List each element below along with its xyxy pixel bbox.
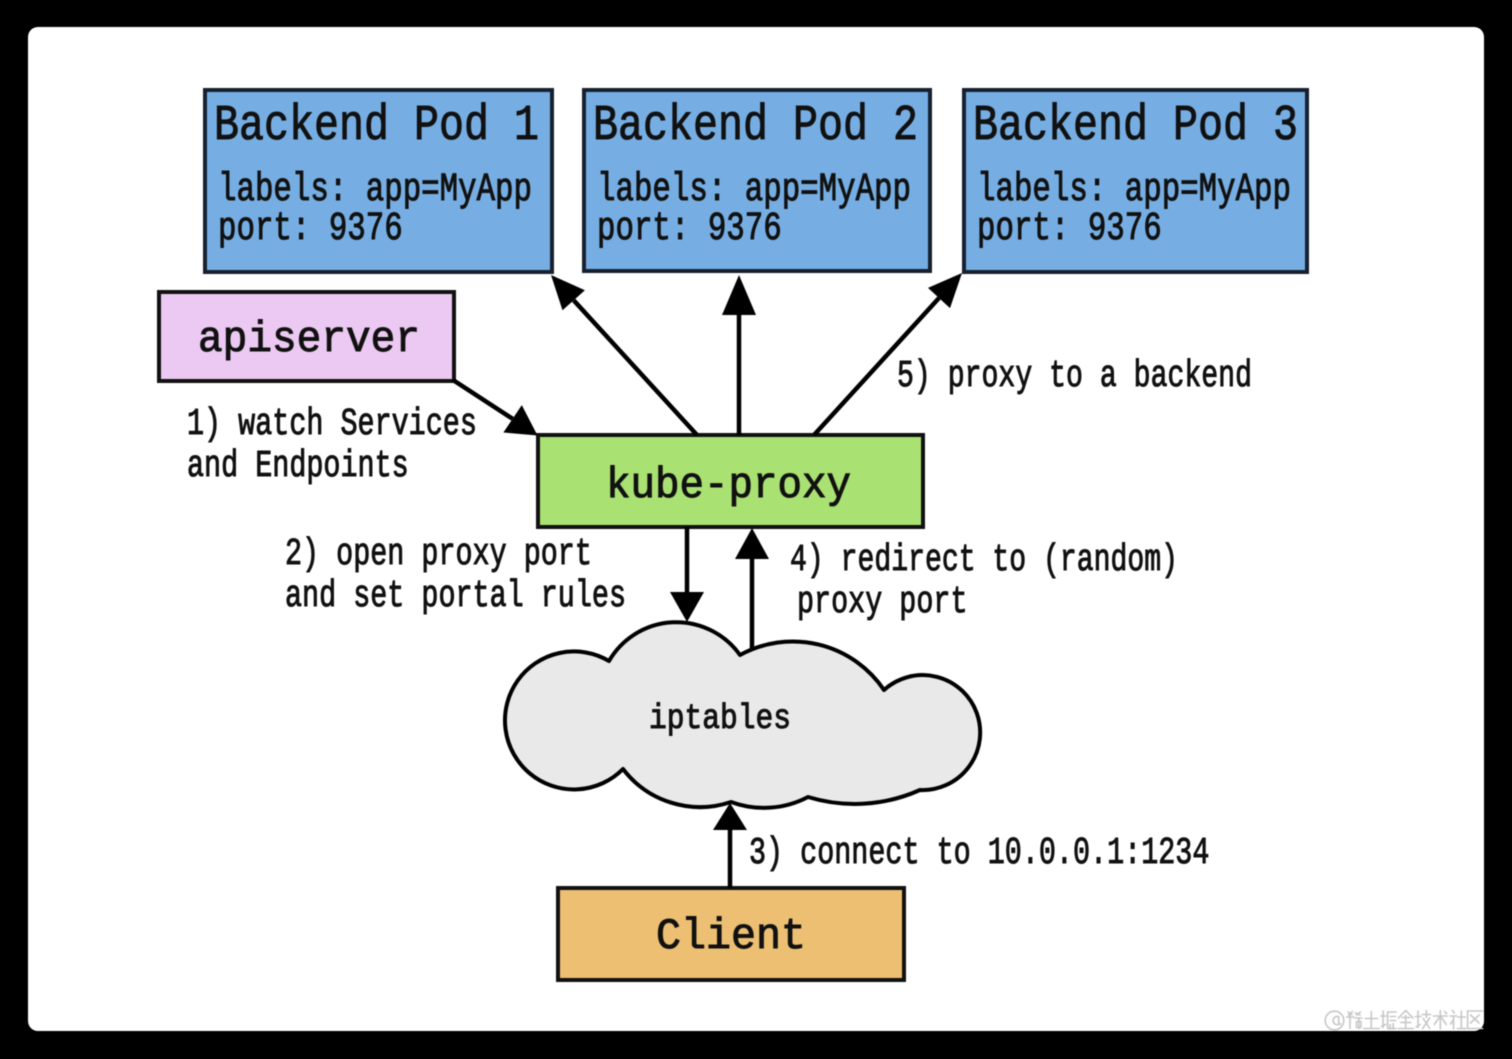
svg-text:labels: app=MyApp: labels: app=MyApp — [597, 168, 911, 213]
svg-text:Backend Pod 1: Backend Pod 1 — [214, 98, 539, 155]
svg-text:labels: app=MyApp: labels: app=MyApp — [977, 168, 1291, 213]
svg-text:Backend Pod 3: Backend Pod 3 — [973, 98, 1298, 155]
svg-text:labels: app=MyApp: labels: app=MyApp — [218, 168, 532, 213]
svg-text:port: 9376: port: 9376 — [977, 207, 1162, 252]
svg-text:kube-proxy: kube-proxy — [606, 461, 851, 511]
svg-text:port: 9376: port: 9376 — [218, 207, 403, 252]
svg-text:2) open proxy port: 2) open proxy port — [285, 533, 592, 576]
svg-text:Client: Client — [656, 912, 806, 962]
svg-text:iptables: iptables — [649, 699, 791, 739]
svg-text:apiserver: apiserver — [198, 315, 420, 365]
svg-text:3) connect to 10.0.0.1:1234: 3) connect to 10.0.0.1:1234 — [749, 832, 1209, 875]
svg-text:and Endpoints: and Endpoints — [187, 445, 409, 488]
svg-text:5) proxy to a backend: 5) proxy to a backend — [897, 355, 1252, 398]
svg-text:and set portal rules: and set portal rules — [285, 575, 626, 618]
svg-text:Backend Pod 2: Backend Pod 2 — [593, 98, 918, 155]
svg-text:port: 9376: port: 9376 — [597, 207, 782, 252]
svg-text:4) redirect to (random): 4) redirect to (random) — [790, 539, 1178, 582]
svg-text:1) watch Services: 1) watch Services — [187, 403, 477, 446]
svg-text:proxy port: proxy port — [797, 581, 968, 624]
